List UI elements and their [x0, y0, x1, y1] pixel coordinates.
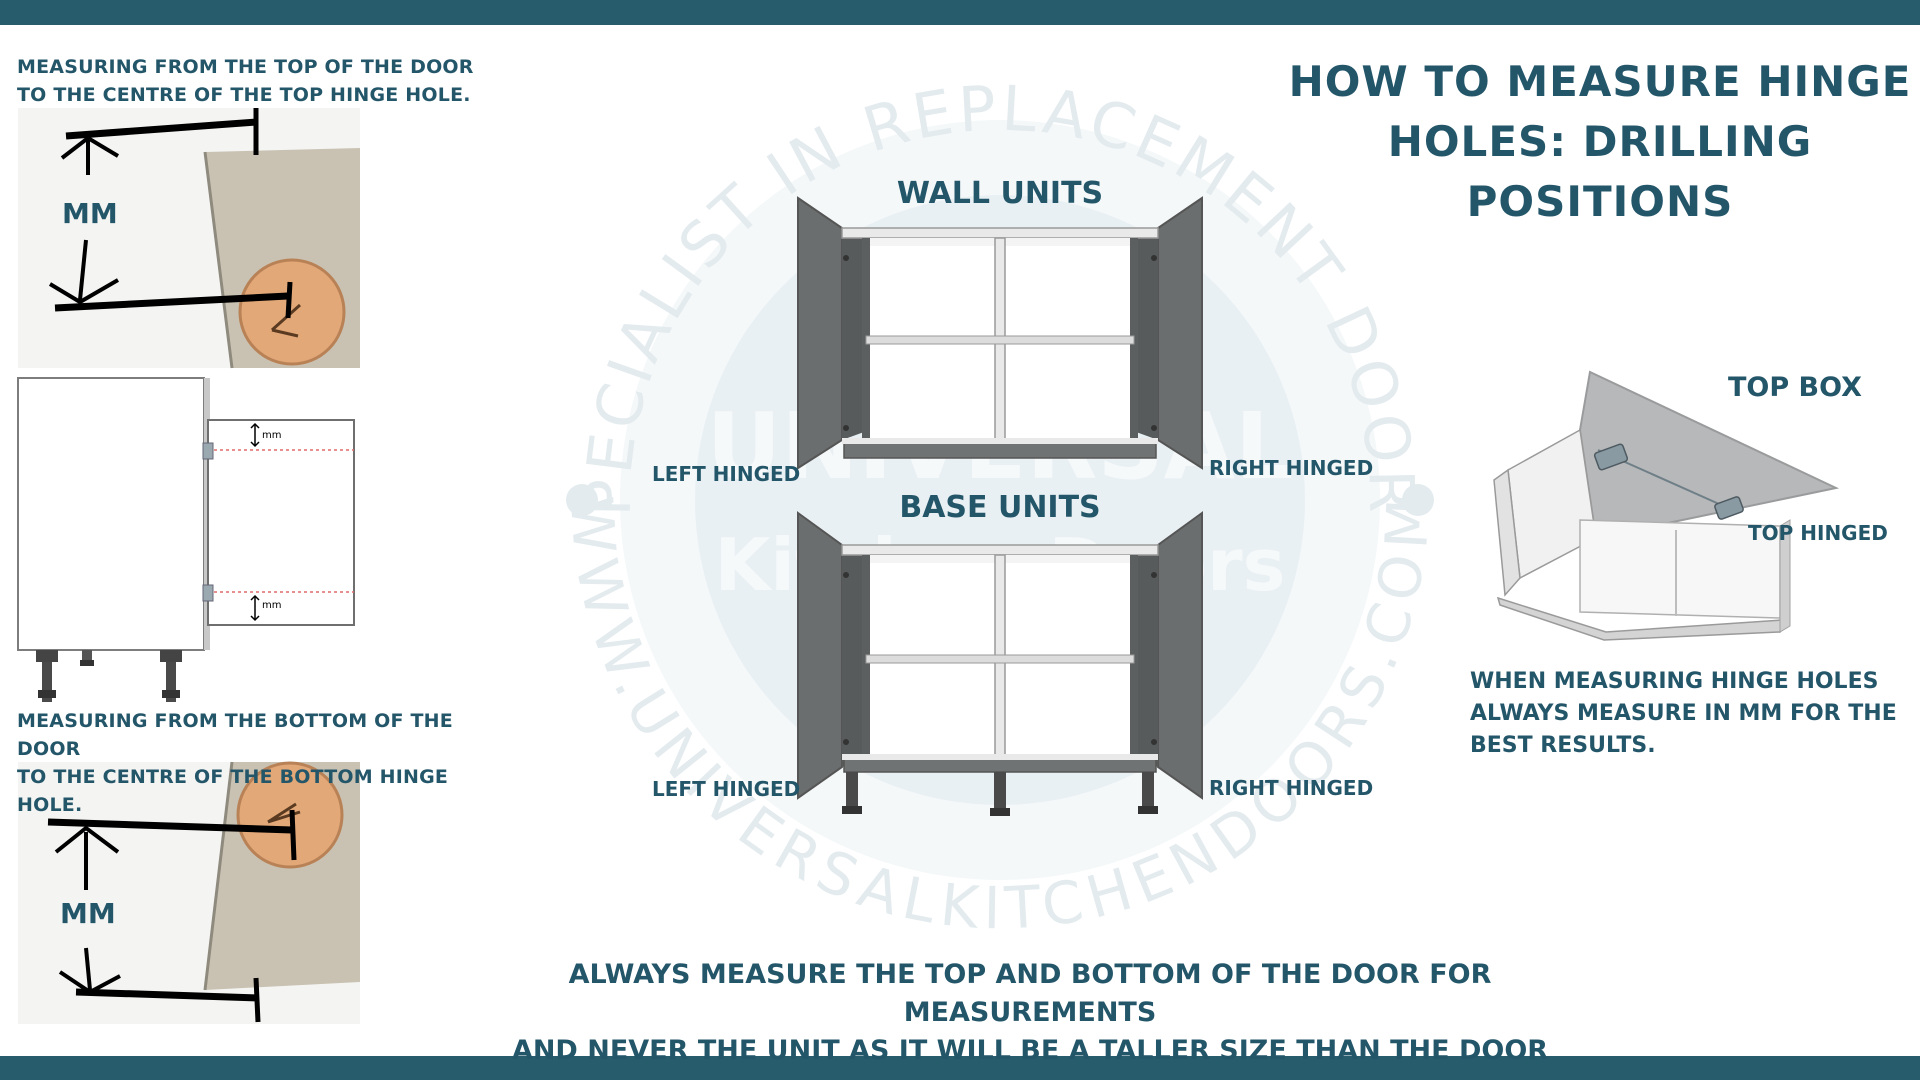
top-mm-label: MM: [62, 197, 118, 230]
bottom-hinge-caption: MEASURING FROM THE BOTTOM OF THE DOOR TO…: [17, 707, 517, 819]
mm-advice-note: WHEN MEASURING HINGE HOLES ALWAYS MEASUR…: [1470, 666, 1910, 762]
footer-advice-line-2: AND NEVER THE UNIT AS IT WILL BE A TALLE…: [511, 1035, 1549, 1066]
page-title-line-1: HOW TO MEASURE HINGE: [1288, 57, 1912, 106]
bottom-mm-label: MM: [60, 897, 116, 930]
page-title: HOW TO MEASURE HINGE HOLES: DRILLING POS…: [1280, 52, 1920, 232]
bottom-hinge-caption-line-1: MEASURING FROM THE BOTTOM OF THE DOOR: [17, 710, 453, 760]
top-box-heading: TOP BOX: [1728, 372, 1862, 403]
footer-advice: ALWAYS MEASURE THE TOP AND BOTTOM OF THE…: [440, 956, 1620, 1070]
top-hinged-label: TOP HINGED: [1748, 521, 1888, 545]
wall-units-heading: WALL UNITS: [896, 176, 1104, 211]
wall-right-hinged-label: RIGHT HINGED: [1209, 456, 1374, 480]
mm-advice-note-line-2: ALWAYS MEASURE IN MM FOR THE: [1470, 701, 1897, 726]
wall-left-hinged-label: LEFT HINGED: [652, 462, 801, 486]
wall-unit-drawing: [797, 196, 1203, 470]
base-units-heading: BASE UNITS: [899, 490, 1101, 525]
bottom-hinge-photo: [18, 761, 360, 1024]
top-box-drawing: [1493, 370, 1840, 641]
mm-advice-note-line-1: WHEN MEASURING HINGE HOLES: [1470, 669, 1879, 694]
page-title-line-2: HOLES: DRILLING POSITIONS: [1387, 117, 1813, 226]
top-hinge-caption: MEASURING FROM THE TOP OF THE DOOR TO TH…: [17, 53, 487, 109]
top-hinge-caption-line-2: TO THE CENTRE OF THE TOP HINGE HOLE.: [17, 84, 471, 106]
top-hinge-photo: [18, 108, 360, 369]
bottom-hinge-caption-line-2: TO THE CENTRE OF THE BOTTOM HINGE HOLE.: [17, 766, 449, 816]
diagram-mm-bottom-label: mm: [262, 600, 282, 611]
top-brand-band: [0, 0, 1920, 25]
base-left-hinged-label: LEFT HINGED: [652, 777, 801, 801]
base-right-hinged-label: RIGHT HINGED: [1209, 776, 1374, 800]
mm-advice-note-line-3: BEST RESULTS.: [1470, 733, 1656, 758]
base-unit-drawing: [797, 511, 1203, 816]
top-hinge-caption-line-1: MEASURING FROM THE TOP OF THE DOOR: [17, 56, 474, 78]
base-unit-diagram: [17, 377, 355, 702]
footer-advice-line-1: ALWAYS MEASURE THE TOP AND BOTTOM OF THE…: [568, 959, 1492, 1028]
bottom-brand-band: [0, 1056, 1920, 1080]
diagram-mm-top-label: mm: [262, 430, 282, 441]
